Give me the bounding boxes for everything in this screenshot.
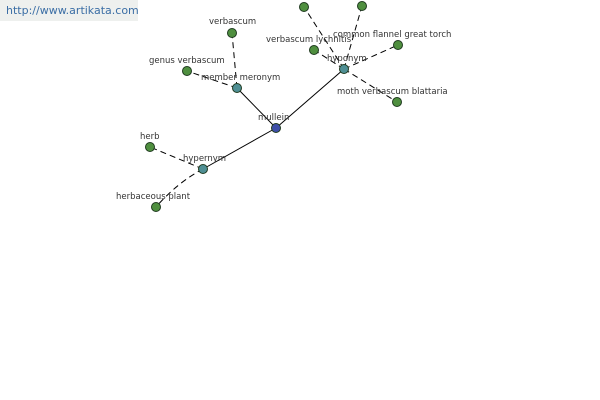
- node-top-term-2[interactable]: [357, 1, 367, 11]
- edge-hyponym-moth-verbascum: [343, 68, 398, 103]
- label-genus-verbascum: genus verbascum: [149, 56, 225, 66]
- edge-center-member-meronym: [236, 87, 277, 129]
- source-url[interactable]: http://www.artikata.com: [0, 0, 139, 21]
- node-genus-verbascum[interactable]: [182, 66, 192, 76]
- label-member-meronym: member meronym: [201, 73, 280, 83]
- edge-meronym-genus-verbascum: [186, 70, 238, 89]
- label-hyponym: hyponym: [327, 54, 367, 64]
- node-herbaceous-plant[interactable]: [151, 202, 161, 212]
- edge-hyponym-top-2: [343, 5, 363, 70]
- node-common-flannel[interactable]: [393, 40, 403, 50]
- node-member-meronym[interactable]: [232, 83, 242, 93]
- edge-hyponym-lychnitis: [313, 49, 345, 70]
- node-verbascum[interactable]: [227, 28, 237, 38]
- label-verbascum-lychnitis: verbascum lychnitis: [266, 35, 352, 45]
- node-mullein[interactable]: [271, 123, 281, 133]
- node-moth-verbascum[interactable]: [392, 97, 402, 107]
- label-moth-verbascum: moth verbascum blattaria: [337, 87, 448, 97]
- edge-center-hyponym: [275, 68, 345, 129]
- node-top-term-1[interactable]: [299, 2, 309, 12]
- label-hypernym: hypernym: [183, 154, 226, 164]
- label-common-flannel: common flannel great torch: [333, 30, 451, 40]
- edge-hyponym-top-1: [303, 6, 345, 70]
- label-herbaceous-plant: herbaceous plant: [116, 192, 191, 202]
- node-verbascum-lychnitis[interactable]: [309, 45, 319, 55]
- label-mullein: mullein: [258, 113, 289, 123]
- label-verbascum: verbascum: [209, 17, 256, 27]
- node-hypernym[interactable]: [198, 164, 208, 174]
- label-herb: herb: [140, 132, 160, 142]
- node-hyponym[interactable]: [339, 64, 349, 74]
- node-herb[interactable]: [145, 142, 155, 152]
- edge-center-hypernym: [202, 127, 277, 170]
